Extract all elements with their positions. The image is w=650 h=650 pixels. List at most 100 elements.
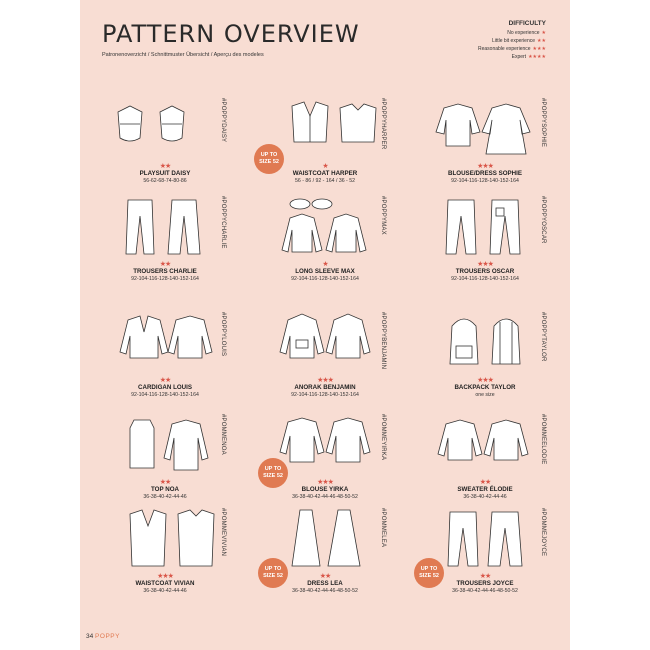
difficulty-label: Reasonable experience bbox=[478, 46, 531, 52]
hashtag-label: #POPPYDAISY bbox=[220, 98, 226, 143]
cardigan-icon bbox=[110, 312, 220, 374]
pattern-name: TOP NOA bbox=[151, 486, 179, 493]
difficulty-stars: ★★ bbox=[159, 377, 172, 384]
pattern-card[interactable]: #POPPYHARPER ★ WAISTCOAT HARPER 56 - 86 … bbox=[250, 98, 400, 198]
difficulty-stars: ★★★ bbox=[157, 573, 174, 580]
pattern-card[interactable]: #POPPYCHARLIE ★★ TROUSERS CHARLIE 92-104… bbox=[90, 196, 240, 296]
pattern-sizes: 56-62-68-74-80-86 bbox=[143, 178, 187, 184]
pattern-card[interactable]: #POMMEYIRKA ★★★ BLOUSE YIRKA 36-38-40-42… bbox=[250, 414, 400, 514]
pattern-hashtag: #POMMELEA bbox=[376, 508, 386, 570]
pattern-card[interactable]: #POPPYSOPHIE ★★★ BLOUSE/DRESS SOPHIE 92-… bbox=[410, 98, 560, 198]
catalog-page: PATTERN OVERVIEW Patronenoverzicht / Sch… bbox=[80, 0, 570, 650]
page-subtitle: Patronenoverzicht / Schnittmuster Übersi… bbox=[102, 52, 264, 58]
hashtag-label: #POMMENOA bbox=[220, 414, 226, 455]
pattern-sizes: 56 - 86 / 92 - 164 / 36 - 52 bbox=[295, 178, 355, 184]
trousers-icon bbox=[430, 196, 540, 258]
difficulty-stars: ★★★ bbox=[317, 377, 334, 384]
star-rating-icon: ★ bbox=[541, 30, 546, 36]
pattern-hashtag: #POPPYMAX bbox=[376, 196, 386, 258]
hashtag-label: #POPPYSOPHIE bbox=[540, 98, 546, 148]
pattern-name: SWEATER ÉLODIE bbox=[457, 486, 513, 493]
difficulty-stars: ★★★ bbox=[477, 261, 494, 268]
pattern-sizes: 92-104-116-128-140-152-164 bbox=[451, 178, 519, 184]
pattern-sizes: 36-38-40-42-44-46 bbox=[143, 494, 187, 500]
difficulty-stars: ★★ bbox=[479, 573, 492, 580]
difficulty-stars: ★★ bbox=[319, 573, 332, 580]
hashtag-label: #POMMEELODIE bbox=[540, 414, 546, 465]
hashtag-label: #POMMEJOYCE bbox=[540, 508, 546, 557]
pattern-sizes: 36-38-40-42-44-46-48-50-52 bbox=[292, 588, 358, 594]
difficulty-title: DIFFICULTY bbox=[508, 20, 546, 27]
page-number: 34 bbox=[86, 633, 94, 640]
difficulty-stars: ★★★ bbox=[477, 163, 494, 170]
pattern-sizes: 92-104-116-128-140-152-164 bbox=[291, 392, 359, 398]
hashtag-label: #POMMEYIRKA bbox=[380, 414, 386, 461]
pattern-name: LONG SLEEVE MAX bbox=[295, 268, 355, 275]
pattern-hashtag: #POPPYOSCAR bbox=[536, 196, 546, 258]
blouse-icon bbox=[270, 414, 380, 476]
pattern-sizes: 92-104-116-128-140-152-164 bbox=[131, 392, 199, 398]
pattern-sizes: 92-104-116-128-140-152-164 bbox=[451, 276, 519, 282]
star-rating-icon: ★★★★ bbox=[528, 54, 546, 60]
pattern-sizes: 36-38-40-42-44-46-48-50-52 bbox=[292, 494, 358, 500]
hashtag-label: #POMMEVIVIAN bbox=[220, 508, 226, 557]
difficulty-stars: ★★ bbox=[159, 261, 172, 268]
pattern-hashtag: #POPPYTAYLOR bbox=[536, 312, 546, 374]
hashtag-label: #POMMELEA bbox=[380, 508, 386, 548]
sweater-icon bbox=[430, 414, 540, 476]
pattern-name: WAISTCOAT HARPER bbox=[292, 170, 358, 177]
pattern-card[interactable]: #POMMEVIVIAN ★★★ WAISTCOAT VIVIAN 36-38-… bbox=[90, 508, 240, 608]
pattern-sizes: one size bbox=[475, 392, 495, 398]
size-badge: UP TO SIZE 52 bbox=[258, 458, 288, 488]
pattern-name: ANORAK BENJAMIN bbox=[294, 384, 356, 391]
trousers-icon bbox=[430, 508, 540, 570]
difficulty-level: Expert★★★★ bbox=[478, 53, 546, 61]
pattern-name: CARDIGAN LOUIS bbox=[138, 384, 192, 391]
anorak-icon bbox=[270, 312, 380, 374]
difficulty-label: No experience bbox=[507, 30, 540, 36]
hashtag-label: #POPPYTAYLOR bbox=[540, 312, 546, 362]
pattern-card[interactable]: #POPPYBENJAMIN ★★★ ANORAK BENJAMIN 92-10… bbox=[250, 312, 400, 412]
pattern-name: TROUSERS JOYCE bbox=[456, 580, 514, 587]
pattern-name: TROUSERS CHARLIE bbox=[133, 268, 197, 275]
pattern-name: WAISTCOAT VIVIAN bbox=[135, 580, 195, 587]
difficulty-level: Reasonable experience★★★ bbox=[478, 45, 546, 53]
difficulty-level: Little bit experience★★ bbox=[478, 37, 546, 45]
pattern-card[interactable]: #POPPYOSCAR ★★★ TROUSERS OSCAR 92-104-11… bbox=[410, 196, 560, 296]
pattern-sizes: 36-38-40-42-44-46 bbox=[143, 588, 187, 594]
pattern-card[interactable]: #POMMEJOYCE ★★ TROUSERS JOYCE 36-38-40-4… bbox=[410, 508, 560, 608]
pattern-hashtag: #POPPYHARPER bbox=[376, 98, 386, 160]
trousers-icon bbox=[110, 196, 220, 258]
page-footer: 34 POPPY bbox=[86, 633, 120, 640]
pattern-sizes: 92-104-116-128-140-152-164 bbox=[131, 276, 199, 282]
difficulty-stars: ★★ bbox=[479, 479, 492, 486]
hashtag-label: #POPPYHARPER bbox=[380, 98, 386, 150]
page-title: PATTERN OVERVIEW bbox=[102, 20, 360, 48]
difficulty-legend: DIFFICULTY No experience★ Little bit exp… bbox=[478, 20, 546, 61]
pattern-card[interactable]: #POPPYLOUIS ★★ CARDIGAN LOUIS 92-104-116… bbox=[90, 312, 240, 412]
pattern-name: BLOUSE/DRESS SOPHIE bbox=[448, 170, 522, 177]
pattern-card[interactable]: #POPPYDAISY ★★ PLAYSUIT DAISY 56-62-68-7… bbox=[90, 98, 240, 198]
waistcoat-icon bbox=[270, 98, 380, 160]
pattern-card[interactable]: #POPPYMAX ★ LONG SLEEVE MAX 92-104-116-1… bbox=[250, 196, 400, 296]
longsleeve-icon bbox=[270, 196, 380, 258]
pattern-card[interactable]: #POMMEELODIE ★★ SWEATER ÉLODIE 36-38-40-… bbox=[410, 414, 560, 514]
pattern-hashtag: #POPPYBENJAMIN bbox=[376, 312, 386, 374]
pattern-card[interactable]: #POPPYTAYLOR ★★★ BACKPACK TAYLOR one siz… bbox=[410, 312, 560, 412]
pattern-card[interactable]: #POMMELEA ★★ DRESS LEA 36-38-40-42-44-46… bbox=[250, 508, 400, 608]
size-badge: UP TO SIZE 52 bbox=[258, 558, 288, 588]
difficulty-label: Expert bbox=[511, 54, 527, 60]
difficulty-stars: ★★ bbox=[159, 479, 172, 486]
backpack-icon bbox=[430, 312, 540, 374]
pattern-card[interactable]: #POMMENOA ★★ TOP NOA 36-38-40-42-44-46 bbox=[90, 414, 240, 514]
blouse-icon bbox=[430, 98, 540, 160]
pattern-hashtag: #POPPYDAISY bbox=[216, 98, 226, 160]
size-badge: UP TO SIZE 52 bbox=[414, 558, 444, 588]
difficulty-label: Little bit experience bbox=[491, 38, 536, 44]
pattern-hashtag: #POPPYSOPHIE bbox=[536, 98, 546, 160]
hashtag-label: #POPPYOSCAR bbox=[540, 196, 546, 244]
star-rating-icon: ★★ bbox=[537, 38, 546, 44]
pattern-name: BACKPACK TAYLOR bbox=[454, 384, 516, 391]
pattern-hashtag: #POPPYCHARLIE bbox=[216, 196, 226, 258]
difficulty-stars: ★ bbox=[322, 163, 328, 170]
